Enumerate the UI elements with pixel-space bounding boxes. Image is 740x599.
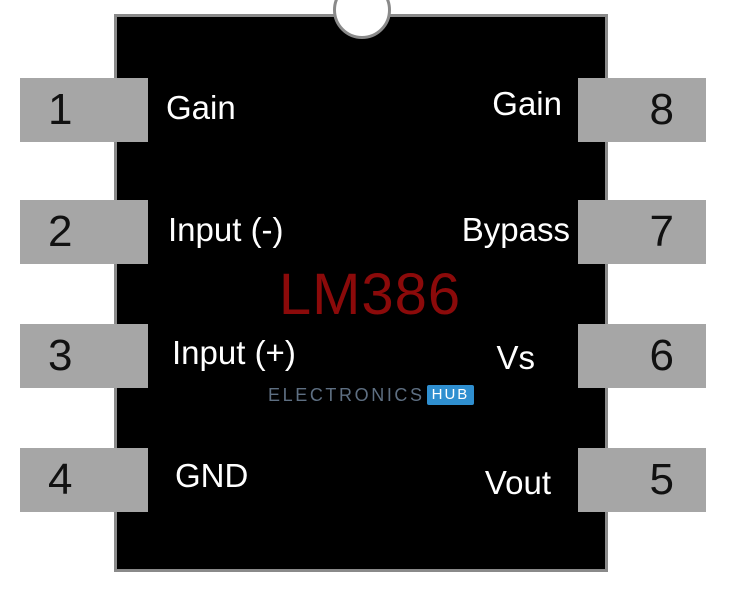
chip-name: LM386	[278, 262, 462, 327]
watermark-badge: HUB	[426, 385, 475, 405]
pin-5: 5	[578, 448, 706, 512]
watermark-logo: ELECTRONICS HUB	[268, 384, 475, 406]
pin-2-label: Input (-)	[168, 211, 284, 248]
watermark-text: ELECTRONICS	[268, 385, 425, 405]
pin-7: 7	[578, 200, 706, 264]
pin-6: 6	[578, 324, 706, 388]
pin-5-label: Vout	[484, 464, 551, 501]
pin-2: 2	[20, 200, 148, 264]
pin-1-label: Gain	[166, 89, 236, 126]
pin-6-label: Vs	[496, 339, 535, 376]
ic-body	[114, 14, 608, 572]
pin-3-label: Input (+)	[172, 334, 296, 371]
pin-3: 3	[20, 324, 148, 388]
pin-8-label: Gain	[492, 85, 562, 122]
pin-8: 8	[578, 78, 706, 142]
pin-1: 1	[20, 78, 148, 142]
pin-4-label: GND	[175, 457, 249, 494]
pin-4: 4	[20, 448, 148, 512]
pin-7-label: Bypass	[461, 211, 570, 248]
